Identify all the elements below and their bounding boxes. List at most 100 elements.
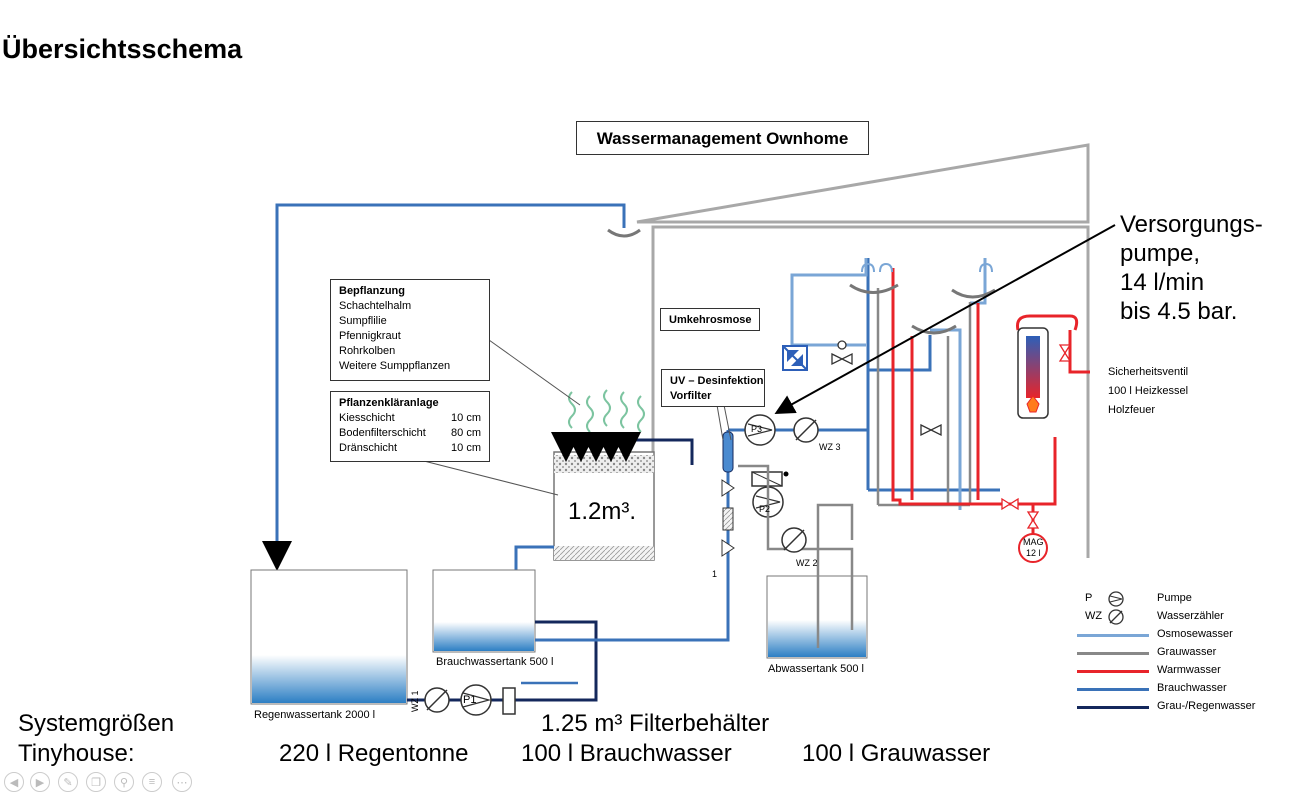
legend-pump-icon bbox=[1108, 591, 1124, 607]
prev-slide-button[interactable]: ◀ bbox=[4, 772, 24, 792]
safety-valve-label: Sicherheitsventil bbox=[1108, 366, 1189, 378]
expansion-vessel-icon bbox=[1018, 533, 1048, 563]
copy-button[interactable]: ❐ bbox=[86, 772, 106, 792]
pump-callout-arrow bbox=[774, 224, 1116, 414]
safety-valve-icon bbox=[1058, 344, 1072, 362]
diagram-title: Wassermanagement Ownhome bbox=[576, 121, 869, 155]
service-water-size: 100 l Brauchwasser bbox=[521, 740, 732, 767]
legend-symbol-text: Wasserzähler bbox=[1157, 610, 1224, 622]
uv-filter-unit bbox=[721, 431, 735, 557]
house-osmose-pipes bbox=[790, 258, 987, 510]
slide-title: Übersichtsschema bbox=[2, 34, 243, 64]
water-meter-wz2-icon bbox=[781, 527, 807, 553]
legend-line-text: Grau-/Regenwasser bbox=[1157, 700, 1256, 712]
uv-label-line2: Vorfilter bbox=[670, 390, 712, 402]
meter-wz2-label: WZ 2 bbox=[796, 558, 818, 568]
water-meter-wz3-icon bbox=[793, 417, 819, 443]
layer-name: Kiesschicht bbox=[339, 412, 395, 424]
boiler-icon bbox=[1017, 327, 1049, 419]
heater-valve-icon bbox=[1001, 497, 1019, 511]
rain-pipe bbox=[262, 203, 626, 571]
grey-drain-pipe bbox=[816, 503, 854, 648]
filter-layer-row: Kiesschicht 10 cm bbox=[339, 411, 481, 426]
pump-note-line: 14 l/min bbox=[1120, 269, 1205, 296]
zoom-button[interactable]: ⚲ bbox=[114, 772, 134, 792]
filter-volume-label: 1.2m³. bbox=[568, 498, 637, 525]
plants-icon bbox=[568, 389, 645, 433]
mag-label-2: 12 l bbox=[1026, 548, 1041, 558]
house-hot-water-pipes bbox=[891, 268, 1090, 540]
layer-value: 10 cm bbox=[451, 442, 481, 454]
pump-p1-label: P1 bbox=[463, 694, 477, 706]
rain-tank-label: Regenwassertank 2000 l bbox=[254, 709, 376, 721]
pressure-valve-icon bbox=[831, 340, 853, 366]
supply-pump-note: Versorgungs- pumpe, 14 l/min bis 4.5 bar… bbox=[1120, 210, 1290, 326]
filter-inlet-manifold bbox=[551, 432, 694, 465]
water-meter-wz1-icon bbox=[424, 687, 450, 713]
meter-wz1-label: WZ 1 bbox=[410, 690, 420, 713]
system-sizes-label: Systemgrößen bbox=[18, 710, 175, 737]
uv-label-line1: UV – Desinfektion bbox=[670, 375, 764, 387]
filter-layer-row: Bodenfilterschicht 80 cm bbox=[339, 426, 481, 441]
legend-line-swatch bbox=[1077, 688, 1149, 691]
layer-name: Bodenfilterschicht bbox=[339, 427, 426, 439]
grey-water-size: 100 l Grauwasser bbox=[802, 740, 991, 767]
house-service-pipes bbox=[866, 258, 1000, 492]
pen-tool-button[interactable]: ✎ bbox=[58, 772, 78, 792]
waste-tank-label: Abwassertank 500 l bbox=[768, 663, 864, 675]
pump-note-line: Versorgungs- bbox=[1120, 211, 1263, 238]
service-water-tank bbox=[432, 569, 536, 653]
menu-button[interactable]: ≡ bbox=[142, 772, 162, 792]
pump-note-line: bis 4.5 bar. bbox=[1120, 298, 1238, 325]
layer-name: Dränschicht bbox=[339, 442, 398, 454]
reverse-osmosis-icon bbox=[782, 345, 808, 371]
next-slide-button[interactable]: ▶ bbox=[30, 772, 50, 792]
mag-valve-icon bbox=[1026, 511, 1040, 529]
house-outline bbox=[636, 143, 1090, 558]
planting-box: Bepflanzung Schachtelhalm Sumpflilie Pfe… bbox=[330, 279, 490, 381]
layer-value: 80 cm bbox=[451, 427, 481, 439]
planting-item: Sumpflilie bbox=[339, 315, 387, 327]
legend-line-swatch bbox=[1077, 670, 1149, 673]
legend-line-text: Warmwasser bbox=[1157, 664, 1221, 676]
planting-item: Rohrkolben bbox=[339, 345, 396, 357]
legend-line-text: Osmosewasser bbox=[1157, 628, 1233, 640]
callout-lines bbox=[419, 339, 732, 496]
layer-value: 10 cm bbox=[451, 412, 481, 424]
faucet-icons bbox=[861, 262, 993, 273]
valve-1-label: 1 bbox=[712, 569, 718, 579]
legend-meter-icon bbox=[1108, 609, 1124, 625]
reverse-osmosis-label: Umkehrosmose bbox=[660, 308, 760, 331]
legend-line-swatch bbox=[1077, 706, 1149, 709]
tinyhouse-label: Tinyhouse: bbox=[18, 740, 135, 767]
legend-symbol-text: Pumpe bbox=[1157, 592, 1192, 604]
planting-item: Weitere Sumppflanzen bbox=[339, 360, 451, 372]
more-button[interactable]: ⋯ bbox=[172, 772, 192, 792]
planting-item: Schachtelhalm bbox=[339, 300, 412, 312]
service-tank-label: Brauchwassertank 500 l bbox=[436, 656, 554, 668]
filter-layers-box: Pflanzenkläranlage Kiesschicht 10 cm Bode… bbox=[330, 391, 490, 462]
p2-grey-pipe bbox=[738, 464, 854, 630]
pump-p3-label: P3 bbox=[751, 424, 763, 434]
uv-label-box: UV – Desinfektion Vorfilter bbox=[661, 369, 765, 407]
service-supply-pipe bbox=[535, 430, 730, 642]
filter-layers-heading: Pflanzenkläranlage bbox=[339, 397, 439, 409]
legend-line-swatch bbox=[1077, 634, 1149, 637]
pump-p2-icon bbox=[751, 471, 789, 518]
filter-layer-row: Dränschicht 10 cm bbox=[339, 441, 481, 456]
legend-line-text: Grauwasser bbox=[1157, 646, 1217, 658]
pump-p2-label: P2 bbox=[759, 504, 771, 514]
legend-line-text: Brauchwasser bbox=[1157, 682, 1227, 694]
rain-barrel-size: 220 l Regentonne bbox=[279, 740, 469, 767]
wood-fire-label: Holzfeuer bbox=[1108, 404, 1156, 416]
planting-item: Pfennigkraut bbox=[339, 330, 401, 342]
boiler-label: 100 l Heizkessel bbox=[1108, 385, 1189, 397]
planting-heading: Bepflanzung bbox=[339, 285, 405, 297]
pump-p3-icon bbox=[744, 414, 776, 446]
legend-symbol-key: WZ bbox=[1085, 610, 1103, 622]
check-valve-p1 bbox=[502, 687, 516, 715]
filter-size: 1.25 m³ Filterbehälter bbox=[541, 710, 770, 737]
mag-label-1: MAG bbox=[1023, 537, 1044, 547]
meter-wz3-label: WZ 3 bbox=[819, 442, 841, 452]
